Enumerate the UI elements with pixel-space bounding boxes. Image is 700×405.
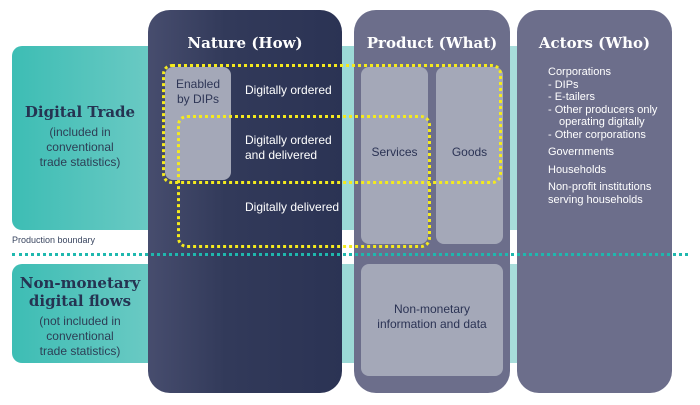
production-boundary-line (12, 253, 688, 256)
nature-column-title: Nature (How) (187, 34, 303, 52)
digitally-ordered-delivered-label: Digitally ordered and delivered (245, 133, 332, 163)
non-monetary-label: Non-monetary digital flows (not included… (12, 274, 148, 359)
services-box (361, 67, 428, 244)
subtitle-line: conventional (46, 329, 114, 343)
non-monetary-subtitle: (not included in conventional trade stat… (12, 314, 148, 359)
enabled-by-dips-label: Enabled by DIPs (165, 77, 231, 107)
non-monetary-title: Non-monetary digital flows (12, 274, 148, 310)
subtitle-line: (not included in (39, 314, 121, 328)
title-line: Non-monetary (19, 274, 141, 292)
actors-list: Corporations - DIPs - E-tailers - Other … (548, 66, 679, 206)
subtitle-line: (included in (49, 125, 111, 139)
production-boundary-label: Production boundary (12, 235, 96, 245)
label-line: Enabled (175, 77, 221, 91)
actor-households: Households (548, 163, 607, 176)
goods-label: Goods (451, 145, 488, 159)
actor-governments: Governments (548, 146, 615, 158)
digital-trade-subtitle: (included in conventional trade statisti… (12, 125, 148, 170)
label-line: Non-monetary (393, 302, 471, 316)
goods-box (436, 67, 503, 244)
actors-column-title: Actors (Who) (538, 34, 651, 52)
subtitle-line: trade statistics) (39, 155, 121, 169)
digitally-delivered-label: Digitally delivered (245, 200, 340, 214)
subtitle-line: conventional (46, 140, 114, 154)
product-column-title: Product (What) (366, 34, 498, 52)
label-line: information and data (377, 317, 487, 331)
actor-subtype: - E-tailers (548, 91, 596, 103)
non-monetary-info-box (361, 264, 503, 376)
non-monetary-info-label: Non-monetary information and data (361, 302, 503, 332)
label-line: Non-profit institutions (548, 181, 652, 193)
digital-trade-label: Digital Trade (included in conventional … (12, 103, 148, 170)
actor-npish: Non-profit institutions serving househol… (548, 181, 679, 206)
actor-corporations-label: Corporations (548, 66, 611, 78)
title-line: digital flows (28, 292, 132, 310)
enabled-by-dips-box (165, 67, 231, 180)
label-line: Digitally ordered (245, 133, 332, 147)
services-label: Services (371, 145, 418, 159)
actor-subtype: - DIPs (548, 78, 579, 91)
label-line: serving households (548, 193, 643, 206)
digital-trade-title: Digital Trade (24, 103, 136, 121)
actor-subtype: - Other producers only operating digital… (548, 103, 658, 129)
label-line: and delivered (245, 148, 318, 162)
label-line: by DIPs (176, 92, 219, 106)
actor-subtype: - Other corporations (548, 128, 646, 141)
subtitle-line: trade statistics) (39, 344, 121, 358)
digitally-ordered-label: Digitally ordered (245, 83, 332, 97)
actor-corporations: Corporations - DIPs - E-tailers - Other … (548, 66, 679, 141)
actors-column: Actors (Who) (517, 10, 672, 393)
